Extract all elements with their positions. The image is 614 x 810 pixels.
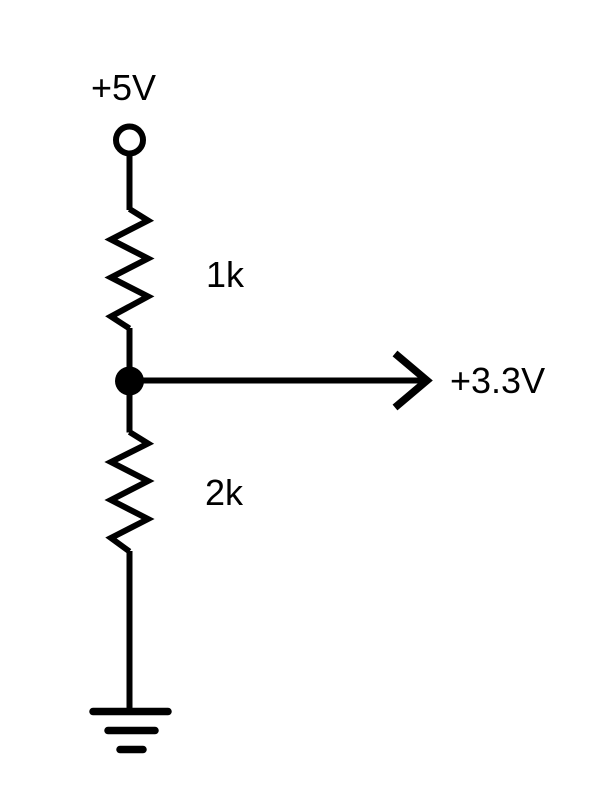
resistor2-zigzag	[104, 429, 155, 554]
arrowhead-icon	[392, 350, 433, 411]
resistor1-value-label: 1k	[206, 254, 245, 295]
resistor1-zigzag	[104, 206, 155, 332]
output-voltage-label: +3.3V	[450, 360, 545, 401]
junction-dot	[115, 366, 144, 396]
supply-terminal-circle	[113, 123, 146, 157]
schematic-strokes	[89, 123, 433, 754]
supply-voltage-label: +5V	[91, 67, 156, 108]
resistor2-value-label: 2k	[205, 472, 244, 513]
